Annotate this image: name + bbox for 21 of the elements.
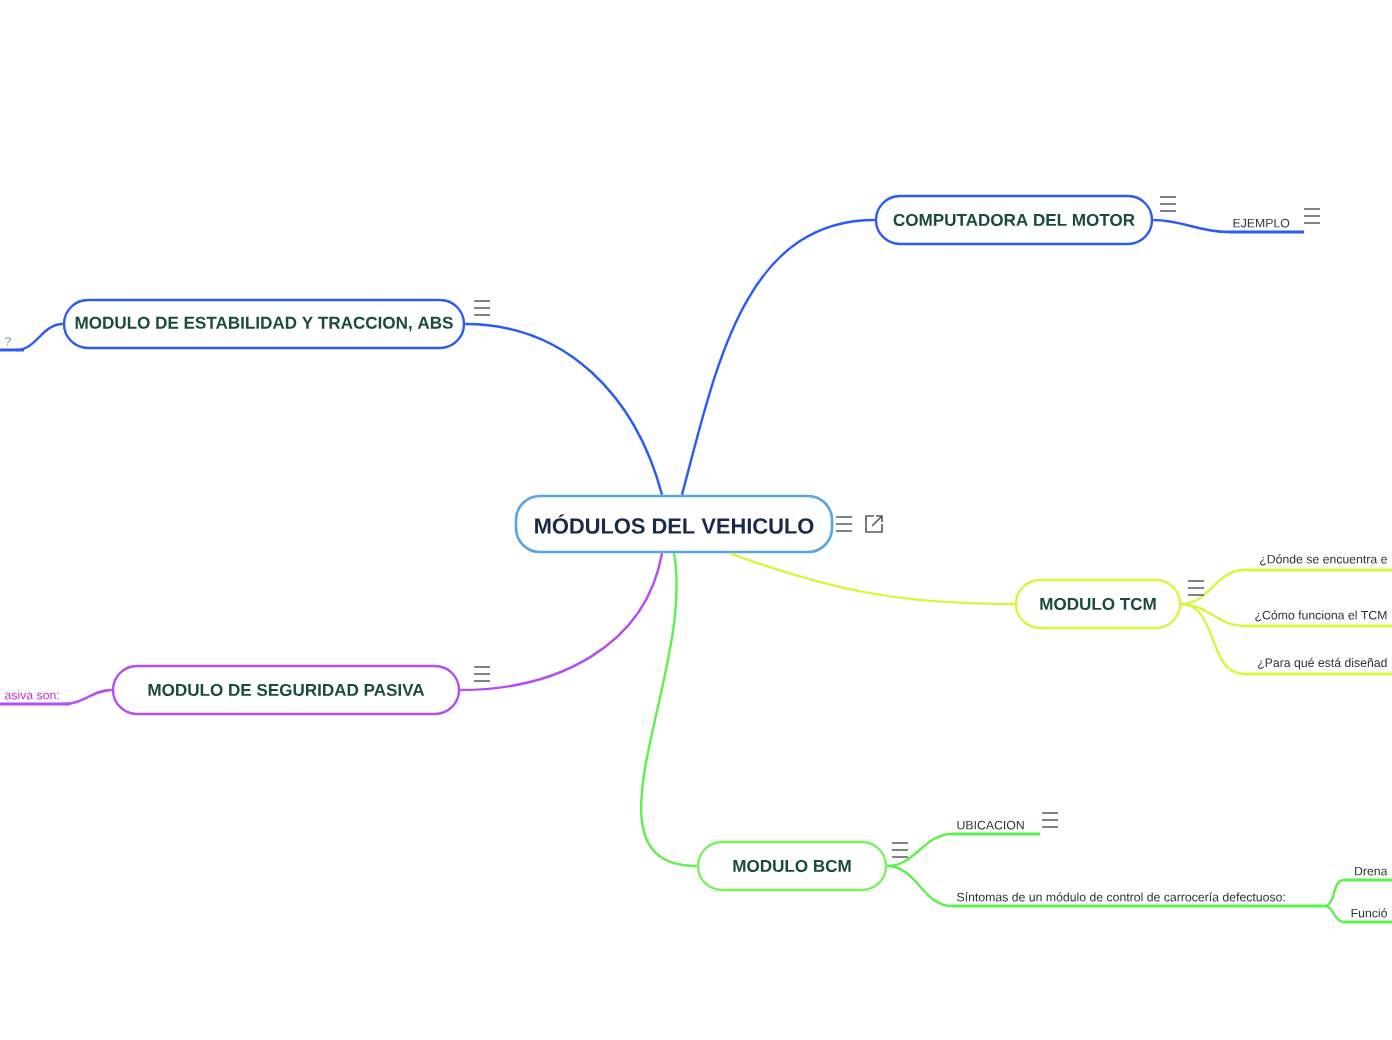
connector xyxy=(15,322,63,352)
connector xyxy=(1323,904,1345,924)
central-topic-box: MÓDULOS DEL VEHICULO xyxy=(514,494,834,554)
connector xyxy=(465,322,664,495)
connector xyxy=(640,553,697,868)
topic-box: MODULO BCM xyxy=(696,840,888,892)
topic-box: MODULO TCM xyxy=(1014,578,1182,630)
connector xyxy=(887,864,953,908)
connector xyxy=(460,553,664,692)
connector xyxy=(1181,602,1245,628)
topic-box: COMPUTADORA DEL MOTOR xyxy=(874,194,1154,246)
connector xyxy=(887,832,953,868)
connector xyxy=(680,218,875,495)
connector xyxy=(1153,218,1229,234)
connector xyxy=(64,688,112,706)
topic-box: MODULO DE SEGURIDAD PASIVA xyxy=(111,664,461,716)
connector xyxy=(729,552,1015,606)
connector xyxy=(1181,602,1245,676)
connector xyxy=(1323,878,1345,908)
topic-box: MODULO DE ESTABILIDAD Y TRACCION, ABS xyxy=(62,298,466,350)
connector xyxy=(1181,568,1245,606)
